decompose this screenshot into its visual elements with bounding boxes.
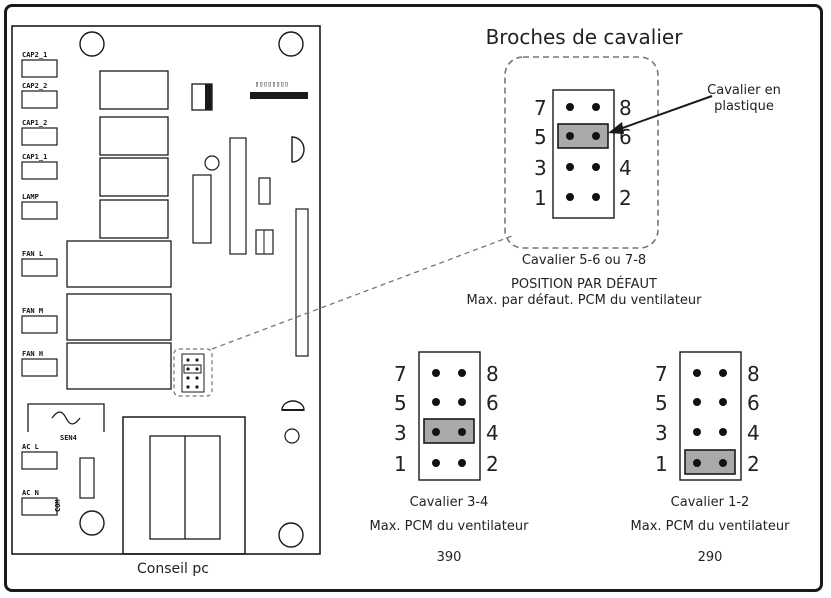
pin-number-3: 3 (655, 421, 668, 445)
board-label-fan-h: FAN H (22, 350, 43, 358)
board-caption: Conseil pc (137, 561, 209, 577)
pin-number-5: 5 (394, 391, 407, 415)
jumper-1-2-value: 290 (698, 550, 723, 565)
pcb-board: CAP2_1 CAP2_2 CAP1_2 CAP1_1 LAMP FAN L F… (11, 25, 321, 577)
board-label-cap2-2: CAP2_2 (22, 82, 47, 90)
jumper-1-2-max-label: Max. PCM du ventilateur (631, 519, 791, 534)
pin-number-7: 7 (394, 362, 407, 386)
pin-number-2: 2 (619, 186, 632, 210)
pin-number-2: 2 (747, 452, 760, 476)
pin-number-3: 3 (534, 156, 547, 180)
diagram-title: Broches de cavalier (486, 25, 684, 49)
board-label-ac-l: AC L (22, 443, 39, 451)
pin-number-8: 8 (619, 96, 632, 120)
jumper-3-4-max-label: Max. PCM du ventilateur (370, 519, 530, 534)
pin-number-6: 6 (747, 391, 760, 415)
pin-number-8: 8 (747, 362, 760, 386)
pin-number-1: 1 (655, 452, 668, 476)
callout-arrow (608, 95, 713, 134)
pin-number-1: 1 (534, 186, 547, 210)
pin-number-7: 7 (534, 96, 547, 120)
board-label-cap1-2: CAP1_2 (22, 119, 47, 127)
pin-number-7: 7 (655, 362, 668, 386)
board-label-lamp: LAMP (22, 193, 39, 201)
board-label-fan-l: FAN L (22, 250, 43, 258)
board-label-fan-m: FAN M (22, 307, 43, 315)
pin-number-1: 1 (394, 452, 407, 476)
board-label-cap1-1: CAP1_1 (22, 153, 47, 161)
pin-number-5: 5 (655, 391, 668, 415)
jumper-default-detail: 7 5 3 1 8 6 4 2 (504, 56, 659, 249)
jumper-3-4-detail: 7 5 3 1 8 6 4 2 (394, 351, 499, 481)
default-position-label: POSITION PAR DÉFAUT (511, 276, 657, 292)
default-max-label: Max. par défaut. PCM du ventilateur (466, 293, 702, 308)
pin-number-4: 4 (619, 156, 632, 180)
jumper-3-4-label: Cavalier 3-4 (410, 495, 489, 510)
pin-number-4: 4 (486, 421, 499, 445)
jumper-1-2-label: Cavalier 1-2 (671, 495, 750, 510)
pin-number-4: 4 (747, 421, 760, 445)
callout-line2: plastique (714, 99, 774, 114)
board-label-cap2-1: CAP2_1 (22, 51, 47, 59)
pin-number-8: 8 (486, 362, 499, 386)
pin-number-3: 3 (394, 421, 407, 445)
jumper-3-4-value: 390 (437, 550, 462, 565)
callout-line1: Cavalier en (707, 83, 781, 98)
pin-number-2: 2 (486, 452, 499, 476)
pin-number-5: 5 (534, 125, 547, 149)
jumper-1-2-detail: 7 5 3 1 8 6 4 2 (655, 351, 760, 481)
pin-number-6: 6 (486, 391, 499, 415)
board-label-sensor: SEN4 (60, 434, 77, 442)
board-label-connector-top: ▯▯▯▯▯▯▯▯ (255, 80, 289, 88)
board-label-com: COM (54, 499, 62, 512)
board-label-ac-n: AC N (22, 489, 39, 497)
default-jumper-label: Cavalier 5-6 ou 7-8 (522, 253, 646, 268)
